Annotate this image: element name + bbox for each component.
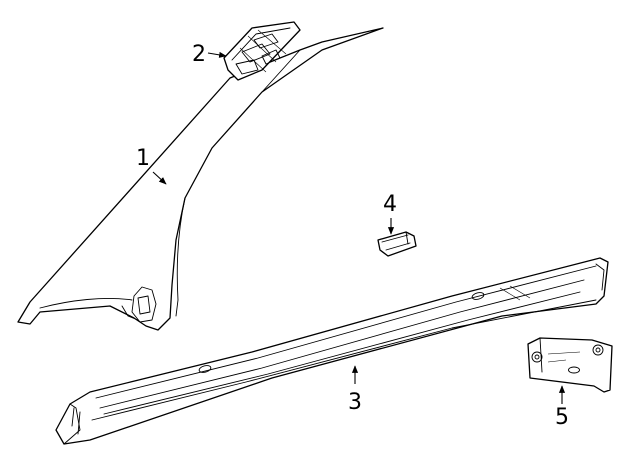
callout-2: 2 bbox=[192, 42, 206, 67]
leader-2 bbox=[207, 51, 227, 58]
a-pillar-trim-part[interactable] bbox=[17, 27, 384, 331]
callout-5: 5 bbox=[555, 405, 569, 430]
rocker-molding-part[interactable] bbox=[55, 257, 609, 445]
mounting-bracket-part[interactable] bbox=[527, 337, 613, 393]
callout-4: 4 bbox=[383, 192, 397, 217]
callout-3: 3 bbox=[348, 390, 362, 415]
leader-1 bbox=[152, 171, 167, 185]
small-clip-part[interactable] bbox=[377, 231, 417, 257]
clip-bracket-part[interactable] bbox=[223, 21, 301, 81]
callout-1: 1 bbox=[136, 146, 150, 171]
